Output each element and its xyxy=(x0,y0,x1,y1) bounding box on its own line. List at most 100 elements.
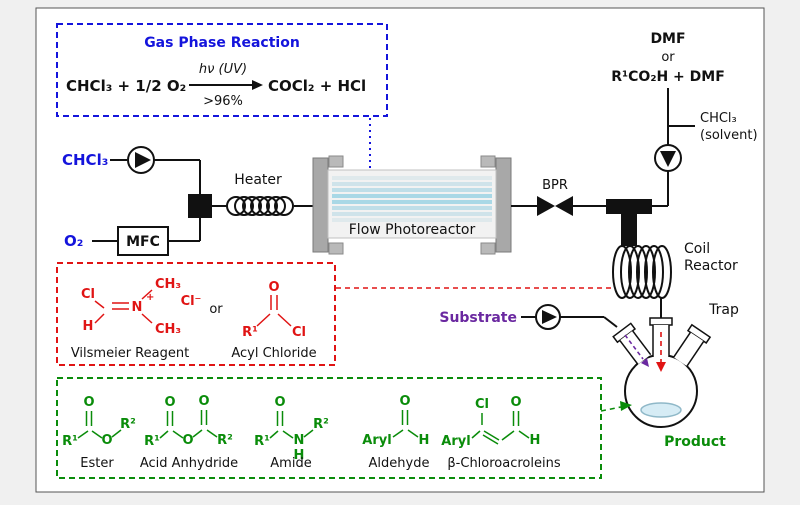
atom-label: H xyxy=(419,433,430,448)
atom-label: R² xyxy=(217,433,233,448)
mixer-junction xyxy=(188,194,212,218)
atom-label: H xyxy=(530,433,541,448)
atom-label: O xyxy=(268,280,279,295)
atom-label: N xyxy=(132,300,143,315)
acyl-chloride-label: Acyl Chloride xyxy=(231,346,316,361)
atom-label: H xyxy=(294,448,305,463)
atom-label: R¹ xyxy=(254,434,270,449)
atom-label: O xyxy=(274,395,285,410)
products-box-border xyxy=(56,377,602,479)
photoreactor-clamp xyxy=(328,155,344,168)
pump-rotor-icon xyxy=(135,152,151,168)
atom-label: CH₃ xyxy=(155,322,181,337)
reaction-arrowhead xyxy=(252,80,263,90)
chloroacrolein-label: β-Chloroacroleins xyxy=(447,456,560,471)
flask-liquid xyxy=(640,402,682,418)
flask-neck-right xyxy=(673,323,712,367)
mfc-box: MFC xyxy=(117,226,169,256)
chcl3-feed-label: CHCl₃ xyxy=(62,151,108,169)
tee-junction xyxy=(606,199,652,246)
o2-feed-label: O₂ xyxy=(64,232,83,250)
aldehyde-label: Aldehyde xyxy=(369,456,430,471)
flask xyxy=(612,317,712,428)
photoreactor-clamp xyxy=(480,155,496,168)
product-arrowhead xyxy=(620,401,632,411)
chcl3-pump xyxy=(127,146,155,174)
ester-structure: R¹ O O R² xyxy=(62,395,136,449)
product-arrow-line xyxy=(600,406,622,412)
heater-label: Heater xyxy=(234,172,282,188)
product-label: Product xyxy=(664,434,726,450)
atom-label: R¹ xyxy=(242,325,258,340)
solvent-label-2: (solvent) xyxy=(700,128,758,143)
atom-label: O xyxy=(83,395,94,410)
vilsmeier-label: Vilsmeier Reagent xyxy=(71,346,189,361)
atom-label: H xyxy=(83,319,94,334)
bpr-valve xyxy=(537,196,573,216)
atom-label: R¹ xyxy=(144,434,160,449)
photoreactor-label: Flow Photoreactor xyxy=(349,222,476,238)
photoreactor-channels xyxy=(332,176,492,222)
amide-label: Amide xyxy=(270,456,311,471)
pump-rotor-icon xyxy=(660,151,676,167)
photoreactor-end-plate xyxy=(495,157,512,253)
atom-label: O xyxy=(510,395,521,410)
anhydride-label: Acid Anhydride xyxy=(140,456,238,471)
dmf-pump xyxy=(654,144,682,172)
pipe-line xyxy=(603,316,618,328)
atom-label: R² xyxy=(120,417,136,432)
atom-label: Aryl xyxy=(362,433,391,448)
gas-phase-title: Gas Phase Reaction xyxy=(144,35,300,51)
photoreactor: Flow Photoreactor xyxy=(312,155,512,255)
amide-structure: R¹ O N H R² xyxy=(254,395,329,463)
atom-label: CH₃ xyxy=(155,277,181,292)
gas-products: COCl₂ + HCl xyxy=(268,77,366,95)
reagent-arrowhead xyxy=(656,362,666,372)
substrate-arrowhead xyxy=(641,358,649,367)
mfc-label: MFC xyxy=(126,234,160,250)
atom-label: Cl xyxy=(475,397,489,412)
substrate-pump xyxy=(535,304,561,330)
gas-reactants: CHCl₃ + 1/2 O₂ xyxy=(66,77,186,95)
ester-label: Ester xyxy=(80,456,114,471)
gas-phase-box-border xyxy=(56,23,388,117)
atom-label: N xyxy=(294,433,305,448)
solvent-label-1: CHCl₃ xyxy=(700,111,737,126)
coil-reactor xyxy=(612,245,672,299)
substrate-label: Substrate xyxy=(439,310,517,326)
photoreactor-clamp xyxy=(328,242,344,255)
heater-coil xyxy=(226,196,294,216)
reaction-condition: hν (UV) xyxy=(199,62,247,77)
atom-label: Cl⁻ xyxy=(181,294,202,309)
atom-label: O xyxy=(198,394,209,409)
atom-label: R¹ xyxy=(62,434,78,449)
photoreactor-end-plate xyxy=(312,157,329,253)
atom-label: R² xyxy=(313,417,329,432)
trap-label: Trap xyxy=(708,302,739,318)
charge-label: + xyxy=(146,292,154,303)
chloroacrolein-structure: Aryl Cl O H xyxy=(441,395,540,449)
atom-label: Cl xyxy=(292,325,306,340)
coil-reactor-label-2: Reactor xyxy=(684,258,738,274)
photoreactor-clamp xyxy=(480,242,496,255)
anhydride-structure: R¹ O O O R² xyxy=(144,394,233,449)
reaction-yield: >96% xyxy=(203,94,243,109)
acyl-chloride-structure: O R¹ Cl xyxy=(242,280,306,340)
bpr-label: BPR xyxy=(542,178,568,193)
dmf-or-label: or xyxy=(661,50,675,65)
atom-label: Aryl xyxy=(441,434,470,449)
coil-reactor-label-1: Coil xyxy=(684,241,710,257)
substrate-arrow xyxy=(624,334,644,360)
products-box: R¹ O O R² Ester R¹ O O O R² Acid Anhy xyxy=(56,377,602,479)
reagent-box: Cl H N + CH₃ CH₃ Cl⁻ Vilsmeier Reagent o… xyxy=(56,262,336,366)
atom-label: O xyxy=(101,433,112,448)
reagent-or-label: or xyxy=(209,302,223,317)
vilsmeier-structure: Cl H N + CH₃ CH₃ Cl⁻ xyxy=(81,277,201,337)
gas-phase-box: Gas Phase Reaction CHCl₃ + 1/2 O₂ hν (UV… xyxy=(56,23,388,186)
atom-label: O xyxy=(399,394,410,409)
dmf-label: DMF xyxy=(650,31,685,47)
pump-rotor-icon xyxy=(542,310,557,324)
aldehyde-structure: Aryl O H xyxy=(362,394,429,448)
